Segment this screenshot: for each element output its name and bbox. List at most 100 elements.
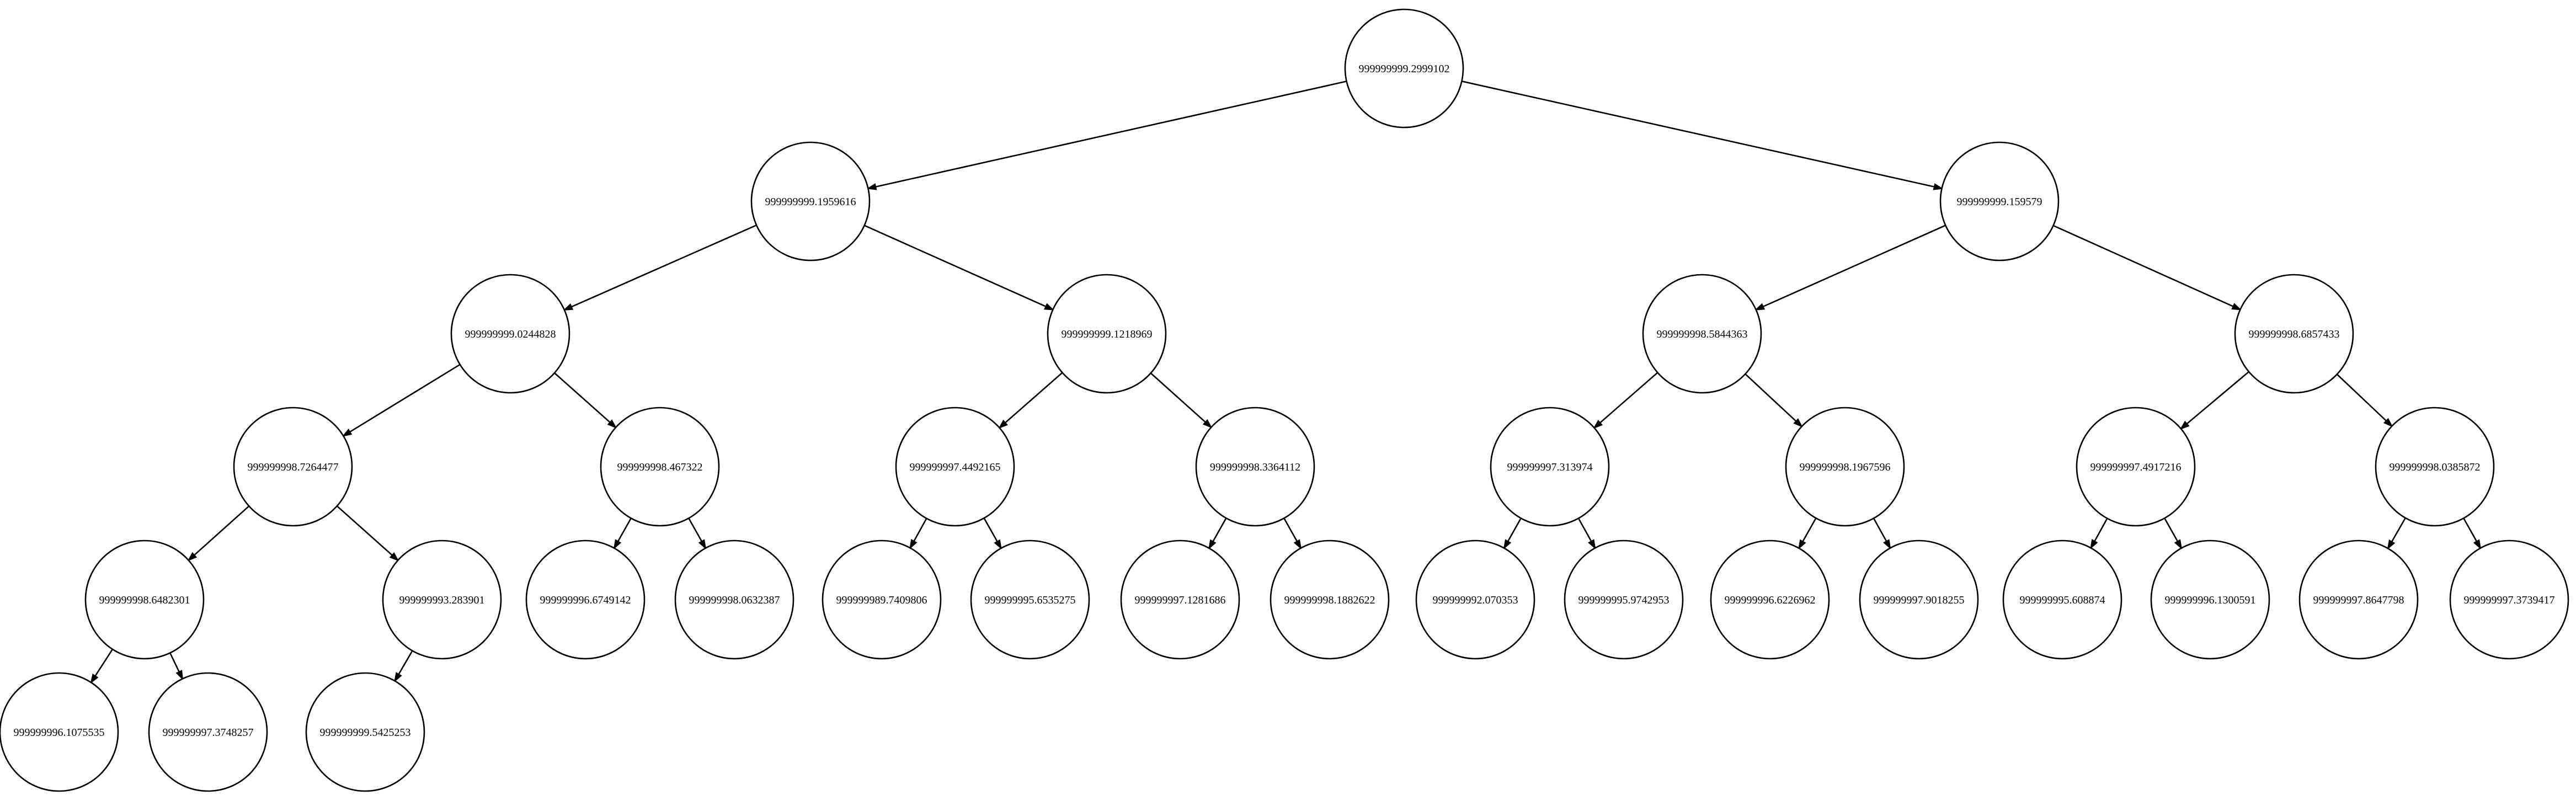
node-label: 999999998.0385872 bbox=[2390, 461, 2481, 473]
node-circle bbox=[1564, 540, 1684, 660]
edge-line bbox=[688, 517, 703, 542]
tree-edge bbox=[613, 517, 632, 550]
edge-arrowhead bbox=[389, 552, 399, 562]
edge-arrowhead bbox=[1798, 539, 1806, 550]
tree-node: 999999999.1959616 bbox=[750, 141, 871, 261]
node-circle bbox=[1270, 540, 1390, 660]
edge-arrowhead bbox=[2179, 420, 2190, 430]
node-label: 999999996.1075535 bbox=[14, 727, 105, 739]
tree-edge bbox=[909, 518, 927, 549]
node-label: 999999998.5844363 bbox=[1657, 328, 1748, 340]
edge-arrowhead bbox=[866, 183, 877, 190]
tree-edge bbox=[1873, 517, 1891, 550]
node-circle bbox=[0, 672, 119, 792]
node-circle bbox=[1710, 540, 1830, 660]
node-circle bbox=[750, 141, 871, 261]
edge-line bbox=[194, 505, 250, 556]
edge-line bbox=[2336, 373, 2387, 421]
edge-line bbox=[554, 372, 611, 423]
node-circle bbox=[1344, 8, 1464, 129]
node-label: 999999998.6857433 bbox=[2249, 328, 2340, 340]
edge-line bbox=[2164, 517, 2179, 542]
tree-node: 999999998.467322 bbox=[600, 407, 720, 527]
node-label: 999999997.9018255 bbox=[1874, 594, 1965, 606]
edge-arrowhead bbox=[994, 539, 1002, 550]
node-circle bbox=[2449, 540, 2569, 660]
edge-arrowhead bbox=[909, 539, 918, 549]
node-label: 999999997.3739417 bbox=[2464, 594, 2555, 606]
tree-edge bbox=[2164, 517, 2183, 550]
tree-edge bbox=[983, 517, 1002, 550]
node-circle bbox=[1859, 540, 1979, 660]
edge-arrowhead bbox=[2174, 539, 2183, 550]
edge-line bbox=[169, 652, 180, 672]
node-label: 999999997.1281686 bbox=[1135, 594, 1226, 606]
edge-line bbox=[913, 518, 927, 542]
edge-arrowhead bbox=[698, 539, 707, 550]
tree-edge bbox=[998, 372, 1063, 429]
edge-arrowhead bbox=[90, 673, 99, 684]
edge-arrowhead bbox=[607, 419, 617, 429]
edge-arrowhead bbox=[394, 672, 402, 682]
tree-node: 999999997.8647798 bbox=[2298, 540, 2419, 660]
tree-node: 999999996.6749142 bbox=[525, 540, 646, 660]
node-label: 999999998.0632387 bbox=[689, 594, 780, 606]
tree-node: 999999997.313974 bbox=[1490, 407, 1610, 527]
tree-node: 999999995.6535275 bbox=[970, 540, 1090, 660]
tree-edge bbox=[1754, 225, 1946, 311]
node-label: 999999995.9742953 bbox=[1578, 594, 1670, 606]
edge-arrowhead bbox=[1883, 539, 1891, 550]
tree-node: 999999998.7264477 bbox=[233, 407, 353, 527]
node-circle bbox=[2375, 407, 2495, 527]
tree-edge bbox=[1283, 517, 1302, 550]
edge-line bbox=[349, 364, 461, 433]
tree-node: 999999999.2999102 bbox=[1344, 8, 1464, 129]
edge-line bbox=[1599, 372, 1658, 424]
node-circle bbox=[1120, 540, 1240, 660]
edge-arrowhead bbox=[1588, 539, 1596, 550]
edge-line bbox=[1762, 225, 1946, 307]
edge-arrowhead bbox=[2231, 303, 2242, 311]
edge-line bbox=[571, 225, 757, 308]
edge-arrowhead bbox=[1793, 418, 1803, 428]
node-label: 999999996.6749142 bbox=[540, 594, 631, 606]
edge-arrowhead bbox=[2090, 539, 2098, 549]
tree-edge bbox=[336, 505, 399, 562]
edge-line bbox=[1462, 81, 1935, 188]
edge-line bbox=[1802, 517, 1817, 542]
tree-edge bbox=[563, 225, 757, 311]
node-circle bbox=[525, 540, 646, 660]
node-label: 999999997.313974 bbox=[1507, 461, 1593, 473]
node-circle bbox=[1785, 407, 1905, 527]
node-circle bbox=[2234, 274, 2354, 394]
edge-line bbox=[2053, 225, 2234, 307]
tree-node: 999999998.6857433 bbox=[2234, 274, 2354, 394]
tree-node: 999999998.3364112 bbox=[1195, 407, 1315, 527]
tree-node: 999999997.3739417 bbox=[2449, 540, 2569, 660]
node-label: 999999998.6482301 bbox=[99, 594, 190, 606]
edge-arrowhead bbox=[342, 428, 353, 437]
tree-node: 999999998.5844363 bbox=[1642, 274, 1762, 394]
tree-edge bbox=[1577, 517, 1596, 550]
node-label: 999999995.608874 bbox=[2020, 594, 2105, 606]
node-circle bbox=[1939, 141, 2060, 261]
tree-node: 999999996.1300591 bbox=[2150, 540, 2270, 660]
edge-arrowhead bbox=[187, 552, 198, 562]
edge-line bbox=[1873, 517, 1887, 542]
edge-arrowhead bbox=[1044, 303, 1055, 311]
edge-arrowhead bbox=[1202, 419, 1213, 429]
edge-arrowhead bbox=[1208, 539, 1217, 550]
tree-edge bbox=[864, 225, 1055, 311]
tree-node: 999999997.4917216 bbox=[2076, 407, 2196, 527]
edge-arrowhead bbox=[2383, 418, 2393, 428]
node-circle bbox=[2298, 540, 2419, 660]
edge-line bbox=[336, 505, 393, 556]
tree-node: 999999995.608874 bbox=[2002, 540, 2122, 660]
edge-arrowhead bbox=[1293, 539, 1302, 550]
edge-arrowhead bbox=[563, 303, 574, 311]
node-circle bbox=[970, 540, 1090, 660]
edge-line bbox=[1507, 517, 1522, 542]
edge-line bbox=[1005, 372, 1063, 424]
tree-node: 999999997.1281686 bbox=[1120, 540, 1240, 660]
edge-line bbox=[1283, 517, 1298, 542]
